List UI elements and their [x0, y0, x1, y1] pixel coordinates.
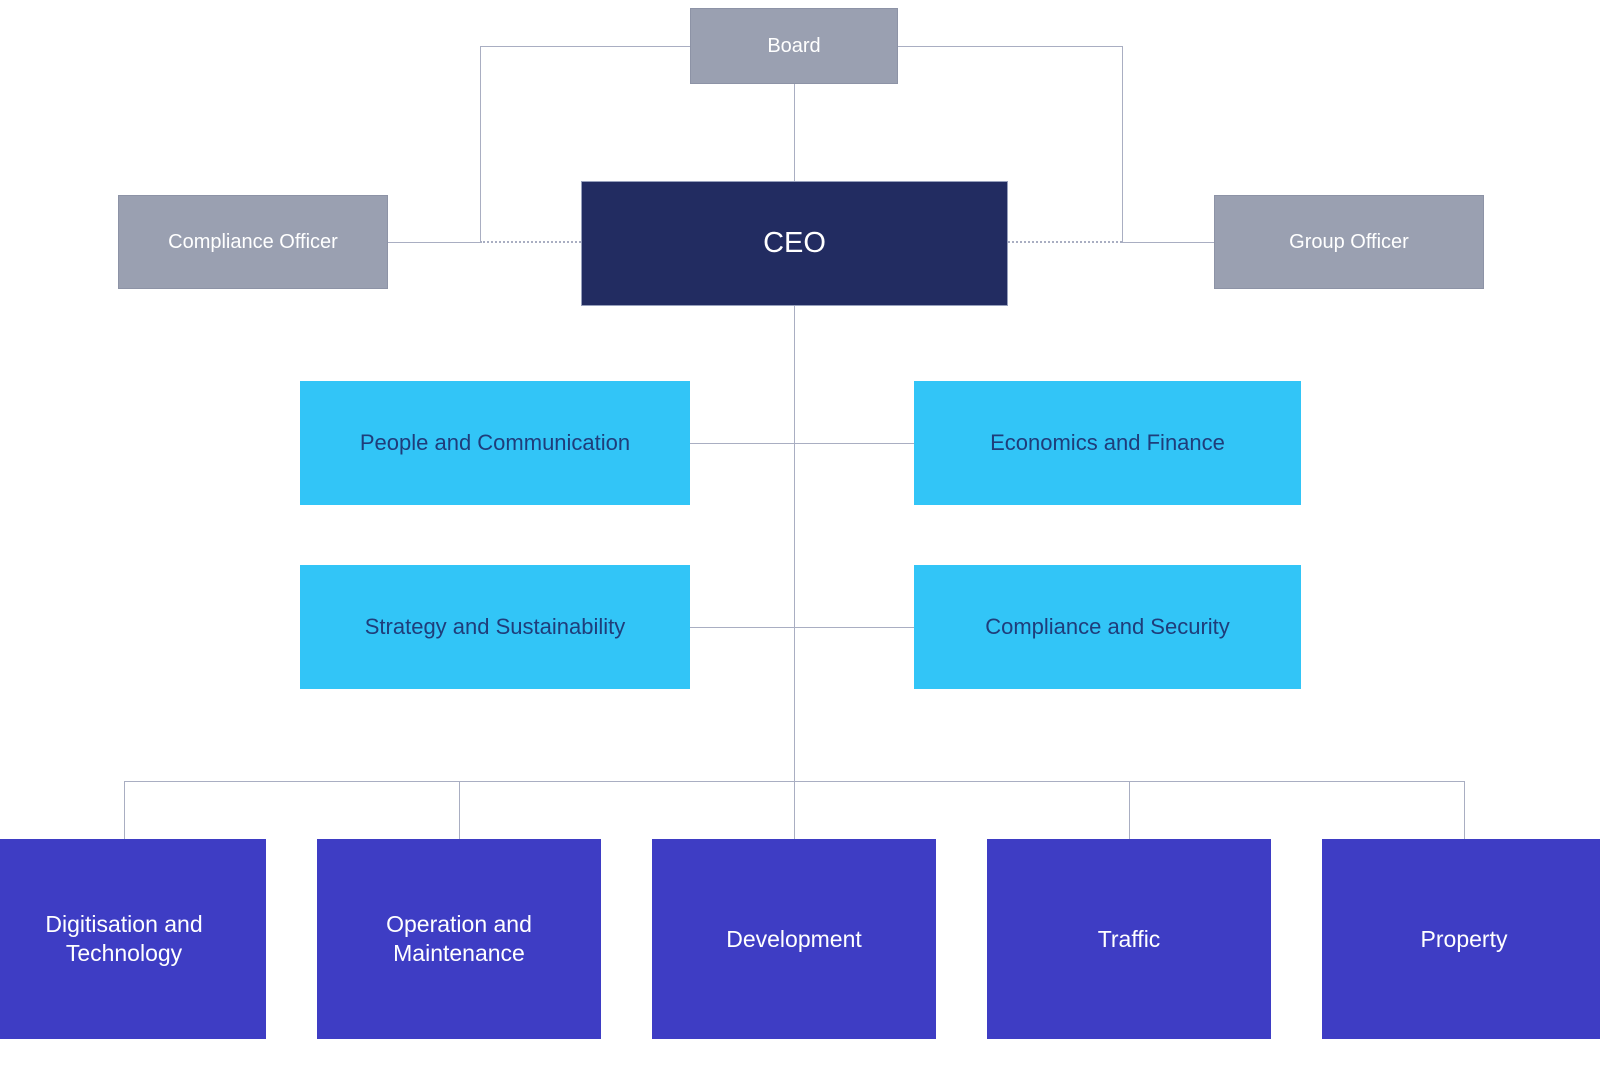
- org-node-strategy-and-sustainability: Strategy and Sustainability: [300, 565, 690, 689]
- connector-group-solid: [1122, 242, 1214, 243]
- connector-department-row2: [690, 627, 914, 628]
- org-node-development: Development: [652, 839, 936, 1039]
- org-node-ceo: CEO: [581, 181, 1008, 306]
- connector-compliance-dotted: [480, 241, 581, 243]
- connector-board-right: [898, 46, 1122, 47]
- connector-division-drop-1: [124, 781, 125, 839]
- connector-division-drop-2: [459, 781, 460, 839]
- connector-division-drop-5: [1464, 781, 1465, 839]
- org-node-economics-and-finance: Economics and Finance: [914, 381, 1301, 505]
- connector-compliance-solid: [388, 242, 480, 243]
- org-node-group-officer: Group Officer: [1214, 195, 1484, 289]
- org-node-property: Property: [1322, 839, 1600, 1039]
- connector-ceo-to-divisions: [794, 306, 795, 839]
- connector-division-bus: [124, 781, 1464, 782]
- org-node-compliance-and-security: Compliance and Security: [914, 565, 1301, 689]
- connector-right-drop: [1122, 46, 1123, 242]
- org-node-digitisation-and-technology: Digitisation and Technology: [0, 839, 266, 1039]
- org-node-people-and-communication: People and Communication: [300, 381, 690, 505]
- connector-division-drop-4: [1129, 781, 1130, 839]
- connector-group-dotted: [1008, 241, 1122, 243]
- connector-left-drop: [480, 46, 481, 242]
- org-node-board: Board: [690, 8, 898, 84]
- org-node-traffic: Traffic: [987, 839, 1271, 1039]
- org-node-operation-and-maintenance: Operation and Maintenance: [317, 839, 601, 1039]
- connector-board-left: [480, 46, 690, 47]
- org-node-compliance-officer: Compliance Officer: [118, 195, 388, 289]
- connector-board-to-ceo: [794, 84, 795, 181]
- connector-department-row1: [690, 443, 914, 444]
